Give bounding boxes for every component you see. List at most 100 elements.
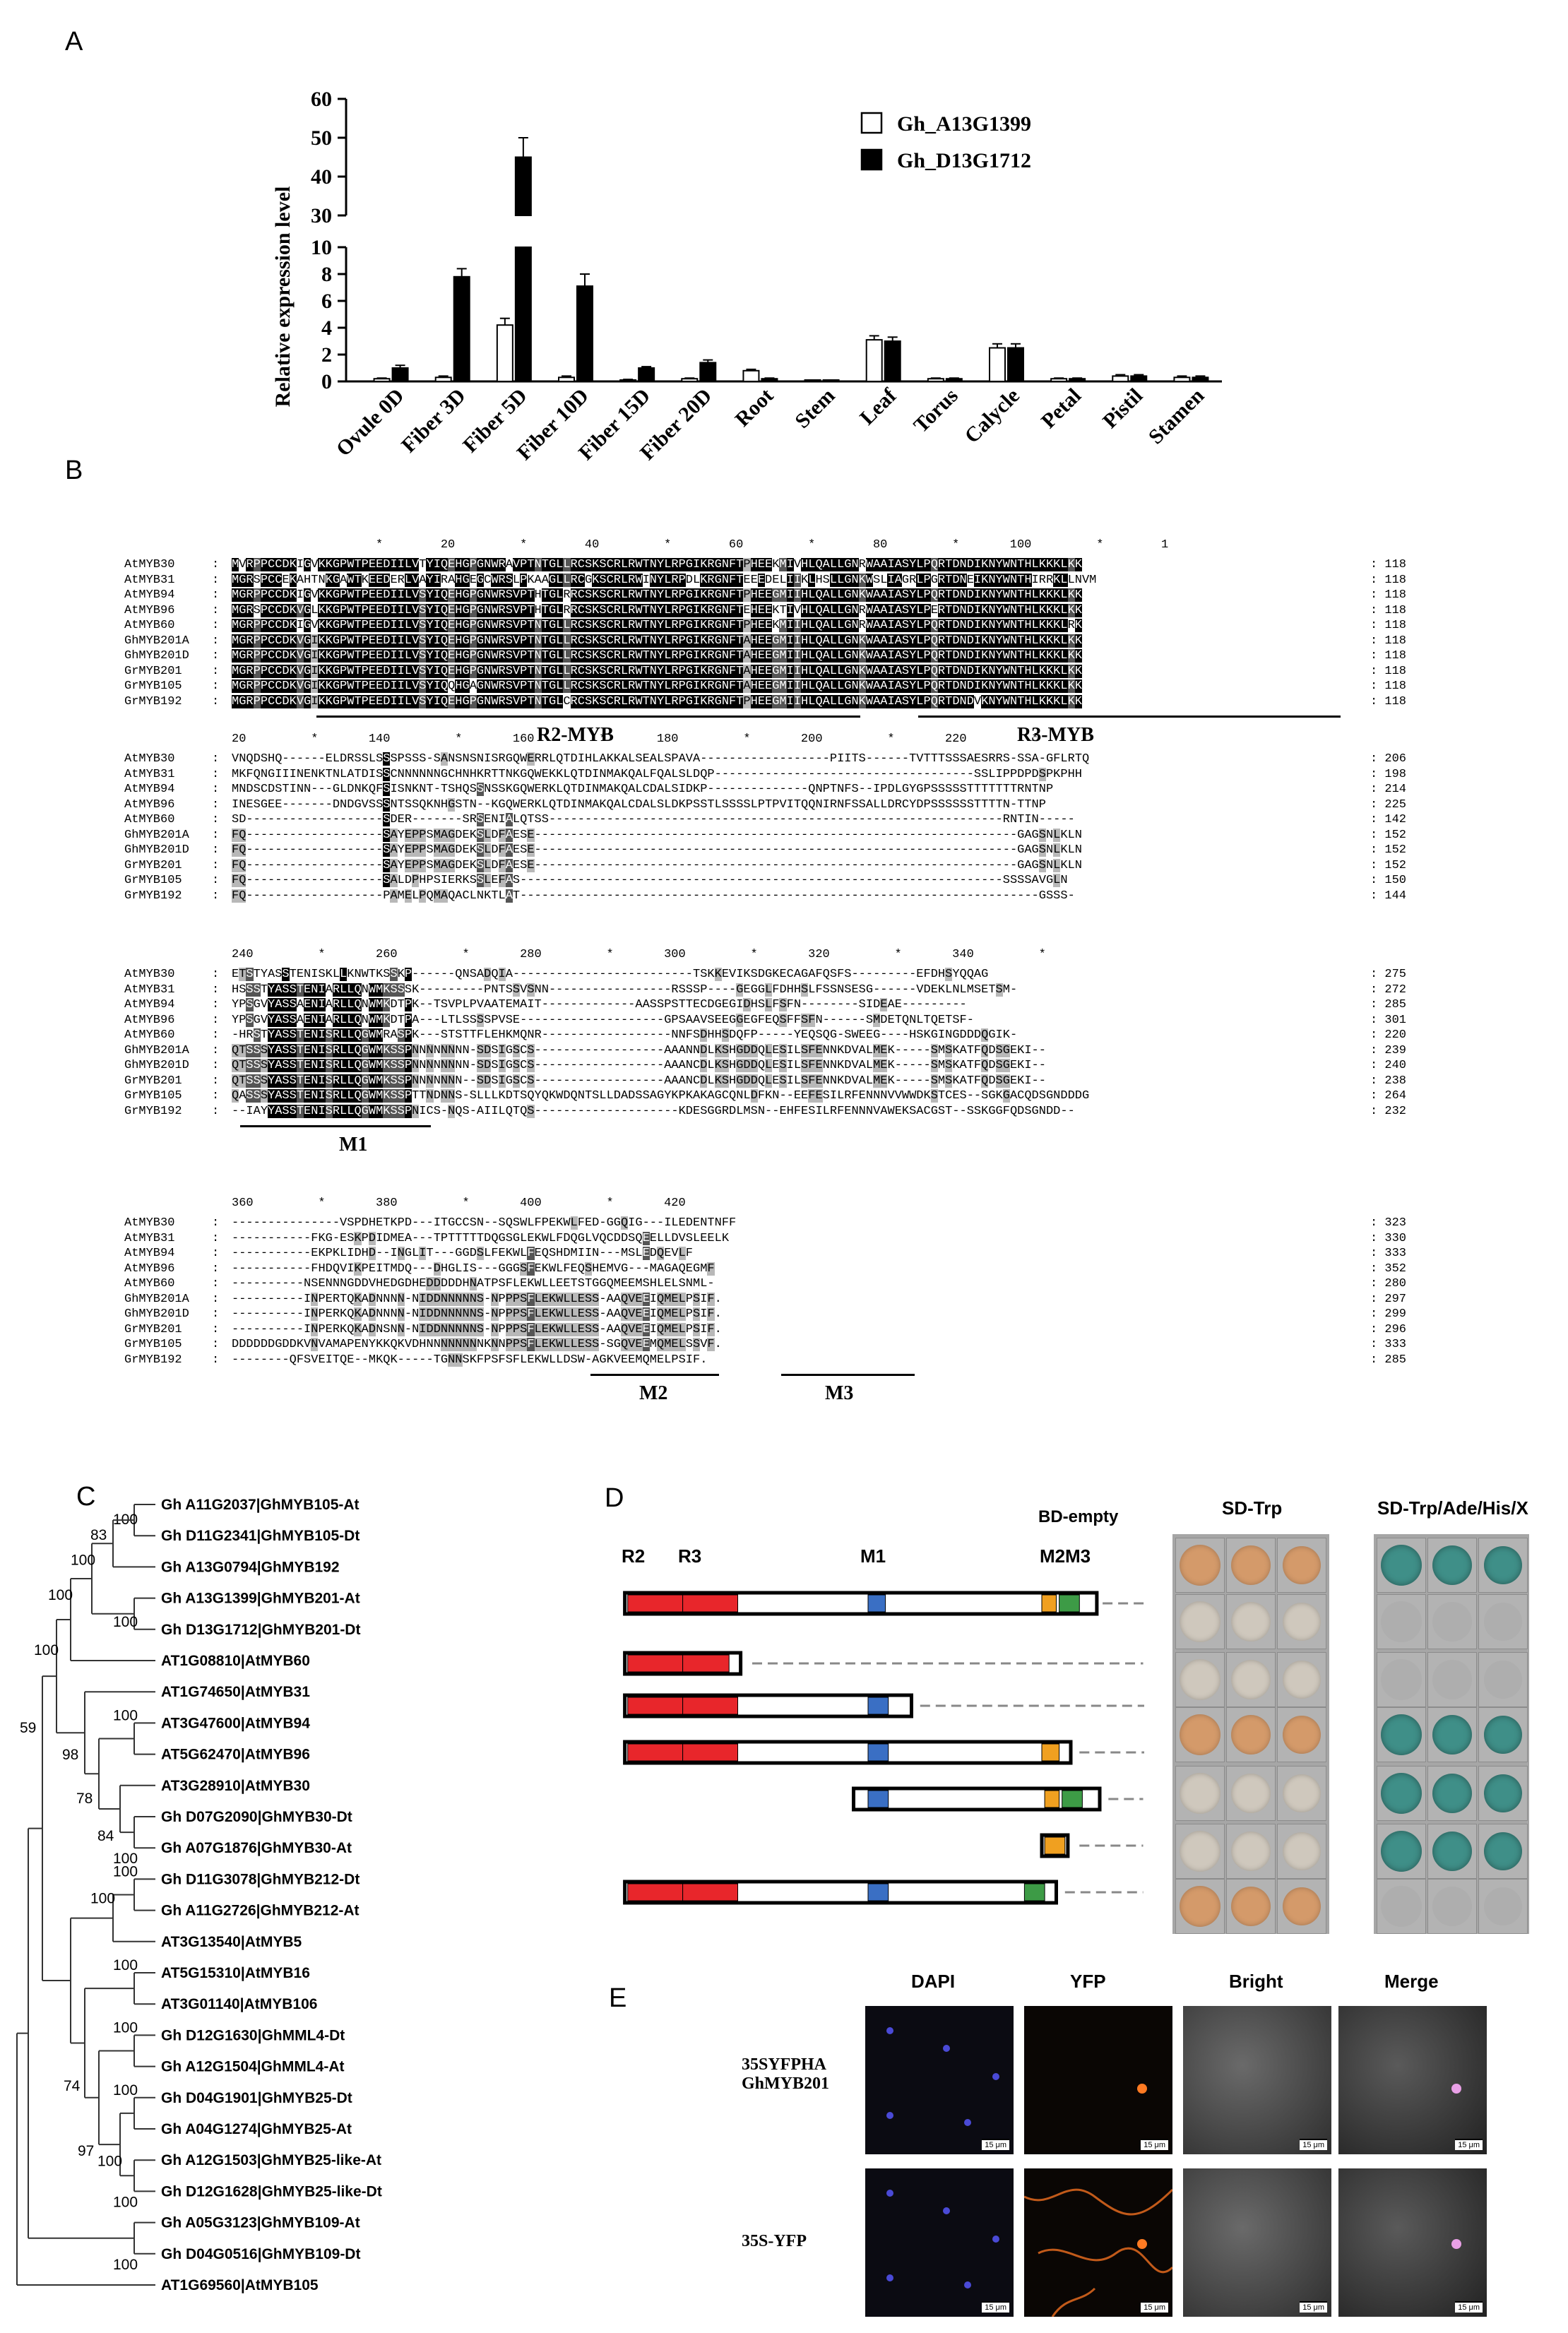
- alignment-colon: :: [212, 1292, 220, 1306]
- tree-leaf-label: AT3G01140|AtMYB106: [161, 1996, 317, 2012]
- yeast-colony: [1381, 1659, 1422, 1700]
- yeast-colony: [1484, 1603, 1522, 1641]
- alignment-colon: :: [212, 828, 220, 842]
- tree-leaf-label: AT3G13540|AtMYB5: [161, 1934, 302, 1950]
- tree-leaf-label: Gh D04G0516|GhMYB109-Dt: [161, 2246, 360, 2262]
- yeast-colony: [1283, 1716, 1321, 1754]
- tree-leaf-label: Gh A05G3123|GhMYB109-At: [161, 2215, 360, 2231]
- panel-label-a: A: [65, 27, 83, 57]
- m1-domain: [867, 1697, 889, 1715]
- alignment-sequence: ---------------VSPDHETKPD---ITGCCSN--SQS…: [232, 1216, 737, 1230]
- panel-label-c: C: [76, 1482, 96, 1512]
- alignment-end-position: : 299: [1370, 1307, 1407, 1321]
- yeast-spot-cell: [1226, 1652, 1276, 1707]
- legend-label: Gh_D13G1712: [897, 149, 1031, 172]
- tree-leaf-label: Gh D13G1712|GhMYB201-Dt: [161, 1622, 360, 1638]
- alignment-sequence: QTSSSYASSTENISRLLQGWMKSSPNNNNNNNN-SDSIGS…: [232, 1059, 1046, 1072]
- alignment-sequence: FQ-------------------SALDPHPSIERKSSLEFAS…: [232, 874, 1068, 887]
- alignment-seq-name: GhMYB201A: [124, 1292, 189, 1306]
- bootstrap-value: 83: [90, 1527, 107, 1543]
- r3-domain: [682, 1654, 730, 1673]
- yeast-spot-cell: [1427, 1538, 1477, 1593]
- m1-domain: [867, 1883, 889, 1901]
- alignment-colon: :: [212, 983, 220, 997]
- scale-bar: 15 μm: [1455, 2301, 1483, 2313]
- alignment-sequence: MVRPPCCDKIGVKKGPWTPEEDIILVTYIQEHGPGNWRAV…: [232, 558, 1082, 571]
- r2-domain: [627, 1594, 684, 1613]
- micro-image-dapi: 15 μm: [865, 2006, 1014, 2154]
- alignment-seq-name: GhMYB201D: [124, 649, 189, 663]
- yeast-colony: [1484, 1546, 1522, 1584]
- alignment-sequence: FQ-------------------SAYEPPSMAGDEKSLDFAE…: [232, 828, 1082, 842]
- alignment-sequence: -----------FKG-ESKPDIDMEA---TPTTTTTDQGSG…: [232, 1231, 730, 1245]
- alignment-seq-name: GhMYB201D: [124, 1307, 189, 1321]
- alignment-seq-name: GhMYB201A: [124, 634, 189, 648]
- alignment-colon: :: [212, 874, 220, 887]
- yeast-spot-cell: [1226, 1824, 1276, 1879]
- bootstrap-value: 100: [113, 2194, 138, 2210]
- alignment-seq-name: GrMYB201: [124, 1322, 189, 1336]
- alignment-end-position: : 152: [1370, 843, 1407, 857]
- m3-domain: [1059, 1594, 1080, 1613]
- alignment-colon: :: [212, 558, 220, 571]
- yfp-signal: [1451, 2084, 1461, 2094]
- yeast-spot-cell: [1226, 1766, 1276, 1821]
- tree-leaf-label: Gh A12G1504|GhMML4-At: [161, 2059, 344, 2075]
- yeast-spot-cell: [1427, 1594, 1477, 1649]
- micro-header: DAPI: [911, 1971, 956, 1992]
- alignment-end-position: : 214: [1370, 783, 1407, 796]
- scale-bar: 15 μm: [1300, 2139, 1327, 2150]
- yeast-spot-cell: [1377, 1766, 1426, 1821]
- alignment-colon: :: [212, 797, 220, 812]
- alignment-end-position: : 296: [1370, 1322, 1407, 1336]
- y-tick-label: 30: [311, 204, 332, 227]
- yeast-colony: [1283, 1603, 1321, 1641]
- yeast-spot-cell: [1226, 1879, 1276, 1934]
- tree-leaf-label: Gh A04G1274|GhMYB25-At: [161, 2121, 352, 2137]
- alignment-colon: :: [212, 694, 220, 708]
- m1-label: M1: [860, 1545, 886, 1567]
- yeast-colony: [1180, 1545, 1220, 1586]
- yeast-spot-cell: [1427, 1824, 1477, 1879]
- alignment-end-position: : 352: [1370, 1262, 1407, 1276]
- yeast-spot-cell: [1377, 1652, 1426, 1707]
- alignment-sequence: QTSSSYASSTENISRLLQGWMKSSPNNNNNNNN-SDSIGS…: [232, 1043, 1046, 1057]
- alignment-sequence: SD-------------------SDER-------SRSENIAL…: [232, 813, 1075, 826]
- alignment-seq-name: GrMYB192: [124, 889, 189, 903]
- alignment-sequence: QTSSSYASSTENISRLLQGWMKSSPNNNNNNN--SDSIGS…: [232, 1074, 1046, 1088]
- yeast-colony: [1180, 1659, 1220, 1700]
- yeast-colony: [1484, 1661, 1522, 1699]
- alignment-end-position: : 333: [1370, 1247, 1407, 1260]
- motif-underline: [918, 716, 1341, 718]
- alignment-end-position: : 272: [1370, 983, 1407, 997]
- yeast-spot-cell: [1478, 1707, 1528, 1762]
- alignment-colon: :: [212, 573, 220, 587]
- alignment-seq-name: AtMYB60: [124, 1277, 182, 1290]
- r2-domain: [627, 1697, 684, 1715]
- bootstrap-value: 100: [113, 2257, 138, 2273]
- nucleus-dot: [964, 2281, 971, 2289]
- legend-label: Gh_A13G1399: [897, 112, 1031, 136]
- alignment-end-position: : 118: [1370, 649, 1407, 663]
- yeast-spot-cell: [1427, 1766, 1477, 1821]
- alignment-end-position: : 118: [1370, 679, 1407, 693]
- y-tick-label: 6: [321, 290, 332, 313]
- yeast-colony: [1283, 1832, 1321, 1870]
- alignment-colon: :: [212, 679, 220, 693]
- alignment-sequence: ----------INPERTQKADNNNN-NIDDNNNNNS-NPPP…: [232, 1292, 722, 1306]
- alignment-sequence: MGRPPCCDKIGVKKGPWTPEEDIILVSYIQEHGPGNWRSV…: [232, 588, 1082, 602]
- panel-label-b: B: [65, 456, 83, 485]
- nucleus-dot: [886, 2190, 893, 2197]
- alignment-sequence: HSSSTYASSTENIARLLQNWMKSSSK---------PNTSS…: [232, 983, 1018, 997]
- micro-row-label: 35S-YFP: [742, 2232, 807, 2250]
- yeast-colony: [1432, 1660, 1472, 1699]
- alignment-end-position: : 264: [1370, 1089, 1407, 1103]
- yeast-spot-cell: [1377, 1538, 1426, 1593]
- bootstrap-value: 78: [76, 1791, 93, 1807]
- alignment-colon: :: [212, 1322, 220, 1336]
- alignment-end-position: : 118: [1370, 634, 1407, 648]
- nucleus-dot: [886, 2274, 893, 2281]
- alignment-colon: :: [212, 619, 220, 632]
- alignment-sequence: MGRPPCCDKVGIKKGPWTPEEDIILVSYIQEHGPGNWRSV…: [232, 649, 1082, 663]
- yeast-spot-cell: [1427, 1652, 1477, 1707]
